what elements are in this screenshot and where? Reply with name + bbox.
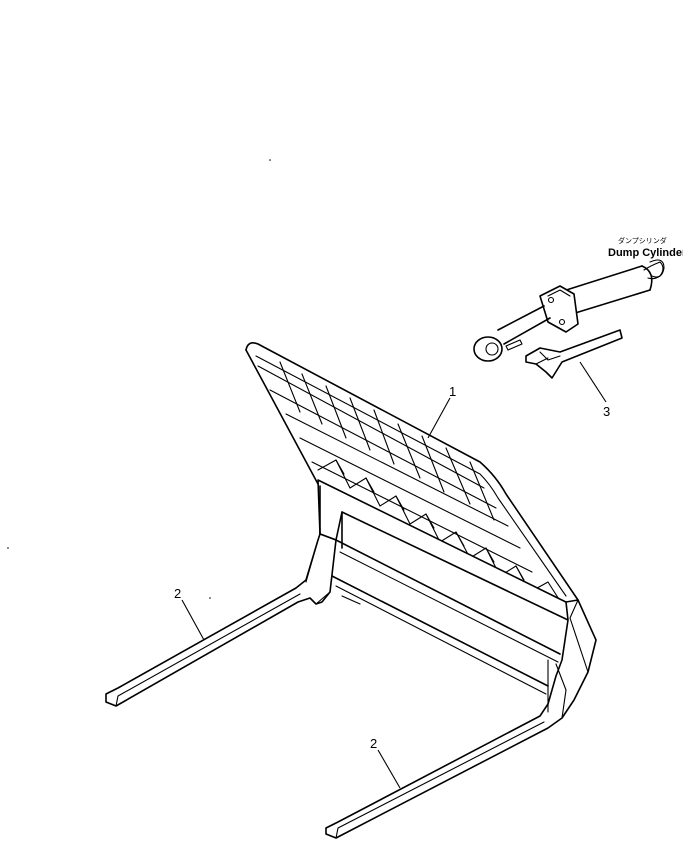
dump-cylinder-label: ダンプシリンダ Dump Cylinder [608,236,683,259]
leader-part-1 [427,397,451,439]
right-fork [325,599,597,839]
backrest-grille [245,342,579,607]
speck [269,159,271,161]
leader-part-3 [579,361,607,403]
cylinder-label-english: Dump Cylinder [608,247,683,259]
bracket-part-3 [525,329,623,379]
dump-cylinder [473,259,665,362]
leader-part-2b [377,749,401,789]
leader-part-2a [181,599,205,641]
left-fork [105,533,337,707]
speck [7,547,9,549]
speck [209,597,211,599]
callout-part-3: 3 [603,404,610,419]
callout-part-1: 1 [449,384,456,399]
callout-part-2b: 2 [370,736,377,751]
callout-part-2a: 2 [174,586,181,601]
cylinder-label-kana: ダンプシリンダ [618,236,667,245]
